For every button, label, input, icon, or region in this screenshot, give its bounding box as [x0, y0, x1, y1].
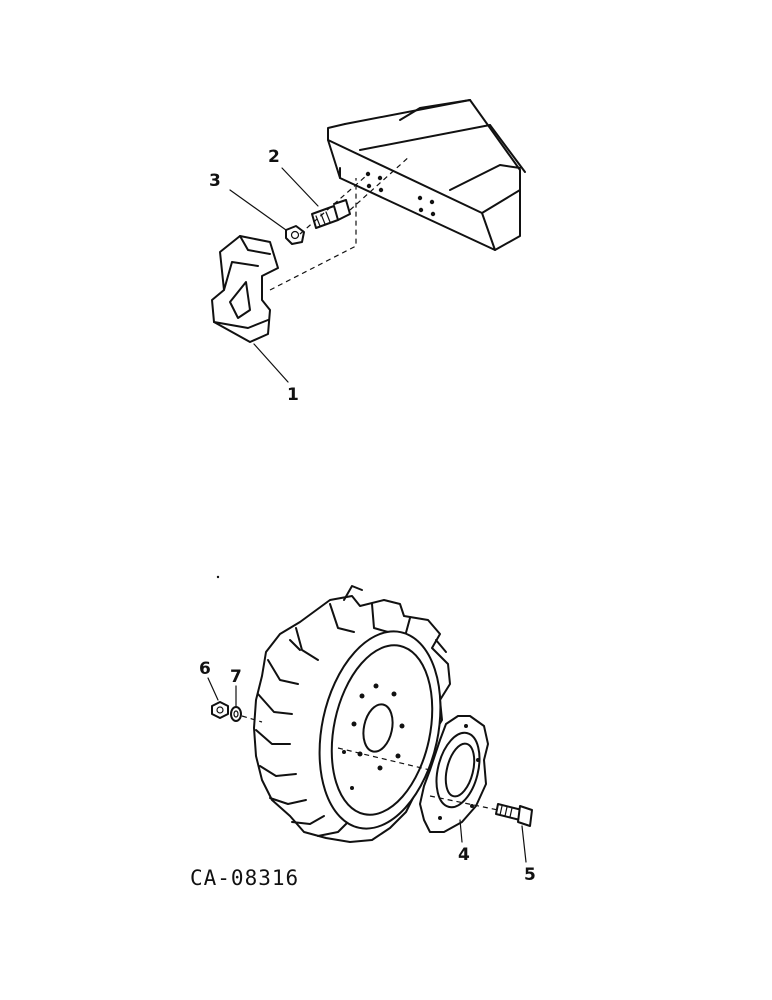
- nut-3: [285, 225, 305, 245]
- callout-5: 5: [524, 865, 536, 885]
- top-assembly-lines: [269, 155, 411, 291]
- callout-7: 7: [230, 667, 242, 687]
- bolt-5: [495, 803, 533, 827]
- bottom-assembly-lines: [241, 715, 499, 811]
- callout-1: 1: [287, 385, 299, 405]
- callout-4: 4: [458, 845, 470, 865]
- reference-code: CA-08316: [190, 866, 299, 890]
- callout-2: 2: [268, 147, 280, 167]
- front-frame-rail: [327, 99, 526, 251]
- callout-6: 6: [199, 659, 211, 679]
- front-weight: [211, 235, 279, 343]
- bolt-2: [311, 199, 351, 229]
- callout-3: 3: [209, 171, 221, 191]
- nut-6: [211, 701, 229, 719]
- washer-7: [230, 706, 242, 722]
- wheel-rim: [318, 630, 442, 830]
